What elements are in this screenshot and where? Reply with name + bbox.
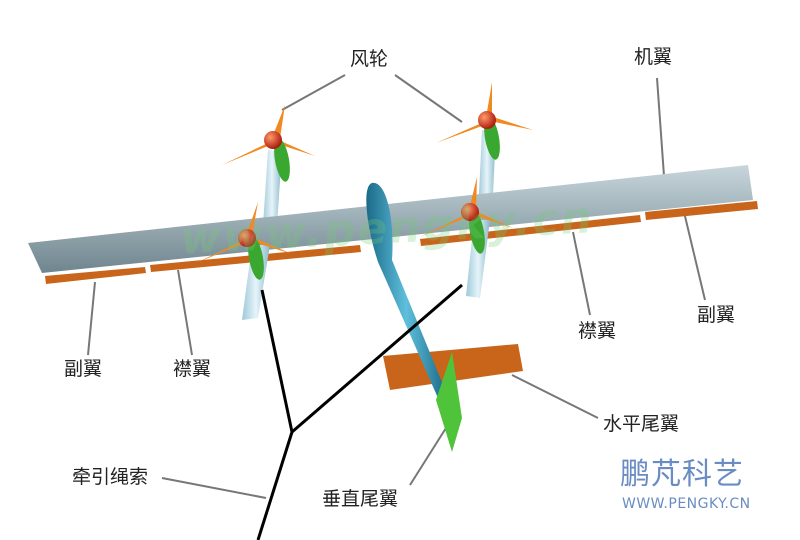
rotor-front-left [196,202,292,280]
label-tether: 牵引绳索 [72,466,149,488]
leader-flap-left [177,269,193,356]
leader-wing [656,77,665,177]
leader-vertical-tail [409,427,447,486]
rotor-rear-right [436,82,533,160]
leader-tether [161,477,267,499]
leader-horizontal-tail [511,374,599,419]
label-aileron-left: 副翼 [64,358,103,380]
label-wing: 机翼 [634,46,673,68]
label-aileron-right: 副翼 [697,304,736,326]
label-flap-right: 襟翼 [578,320,617,342]
leader-rotor-right [394,74,463,123]
label-vertical-tail: 垂直尾翼 [322,488,399,510]
logo-url: WWW.PENGKY.CN [622,496,751,512]
leader-flap-right [572,231,591,316]
aileron-left [45,267,146,284]
logo-name: 鹏芃科艺 [620,457,744,492]
label-flap-left: 襟翼 [173,358,212,380]
aileron-right [645,201,758,220]
rotor-front-right [420,177,513,254]
rotor-rear-left [222,105,315,182]
vertical-tail [436,352,462,452]
label-horizontal-tail: 水平尾翼 [603,413,680,435]
leader-lines [87,74,706,499]
leader-aileron-right [683,211,706,301]
leader-aileron-left [87,281,96,356]
fuselage [366,182,446,398]
leader-rotor-left [281,74,346,111]
tether [256,283,463,540]
label-rotor: 风轮 [350,48,389,70]
